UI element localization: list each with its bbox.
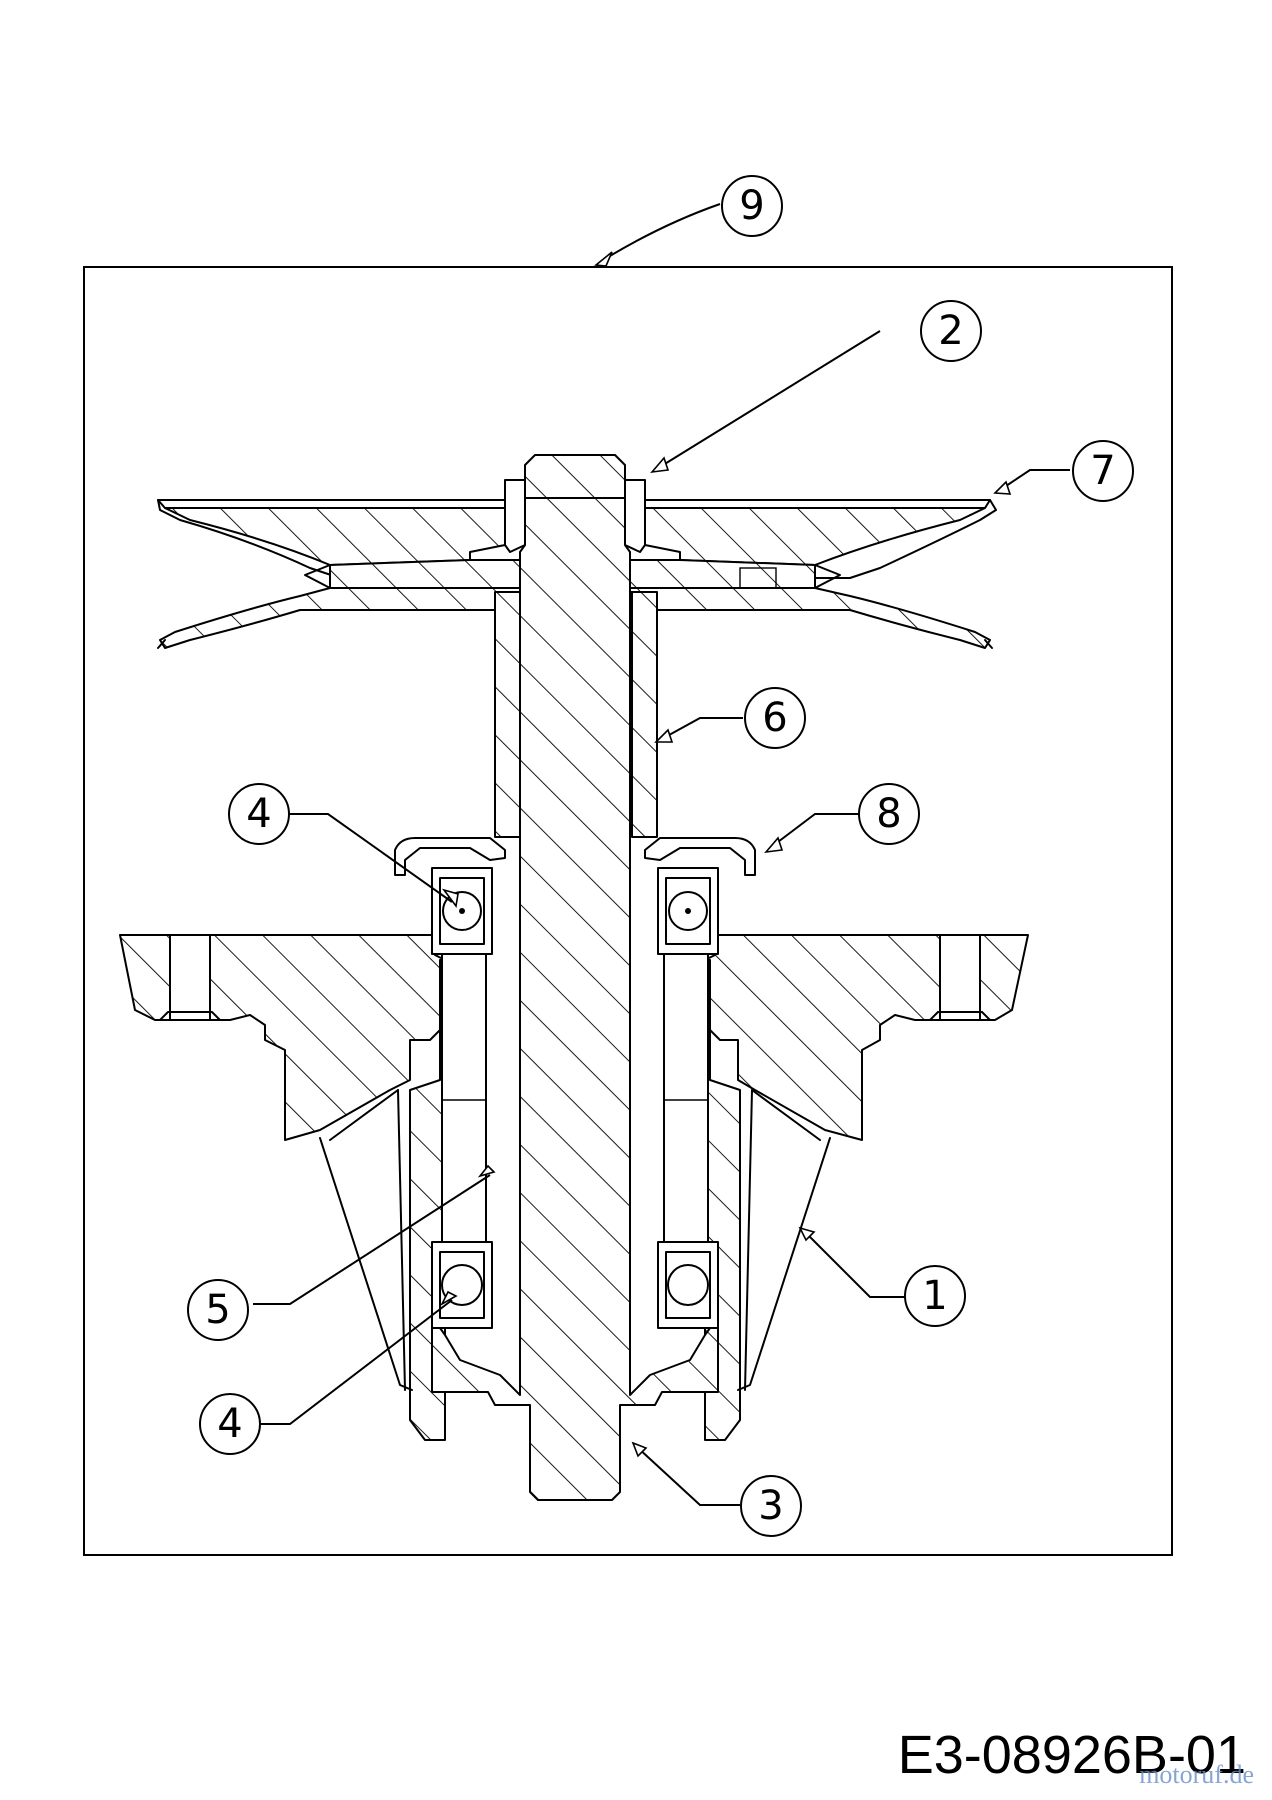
pulley-part-7	[157, 499, 997, 649]
callout-7: 7	[1072, 440, 1134, 502]
leader-lines	[226, 203, 1070, 1506]
seal-cap-part-8	[394, 837, 756, 876]
callout-label: 3	[758, 1483, 783, 1529]
callout-4-upper: 4	[228, 783, 290, 845]
callout-label: 2	[938, 308, 963, 354]
callout-9: 9	[721, 175, 783, 237]
drawing-code: E3-08926B-01	[897, 1725, 1246, 1785]
callout-5: 5	[187, 1279, 249, 1341]
upper-bearing-part-4	[431, 867, 719, 955]
watermark-logo: motoruf.de	[1139, 1760, 1254, 1789]
callout-label: 4	[217, 1401, 242, 1447]
callout-label: 5	[205, 1287, 230, 1333]
callout-8: 8	[858, 783, 920, 845]
inner-spacer-part-5	[441, 953, 709, 1243]
spindle-shaft-part-3	[431, 454, 719, 1501]
callout-label: 6	[762, 695, 787, 741]
spacer-part-6	[494, 591, 658, 838]
callout-3: 3	[740, 1475, 802, 1537]
arrowheads	[440, 251, 1012, 1458]
cone-guard-part-1	[319, 1089, 831, 1391]
spindle-housing	[119, 934, 1029, 1441]
callout-1: 1	[904, 1265, 966, 1327]
callout-6: 6	[744, 687, 806, 749]
lower-bearing-part-4	[431, 1241, 719, 1329]
callout-4-lower: 4	[199, 1393, 261, 1455]
callout-label: 1	[922, 1273, 947, 1319]
callout-label: 8	[876, 791, 901, 837]
callout-2: 2	[920, 300, 982, 362]
washer-part-2	[504, 479, 646, 553]
callout-label: 7	[1090, 448, 1115, 494]
callout-label: 4	[246, 791, 271, 837]
callout-label: 9	[739, 183, 764, 229]
assembly-frame	[83, 266, 1173, 1556]
